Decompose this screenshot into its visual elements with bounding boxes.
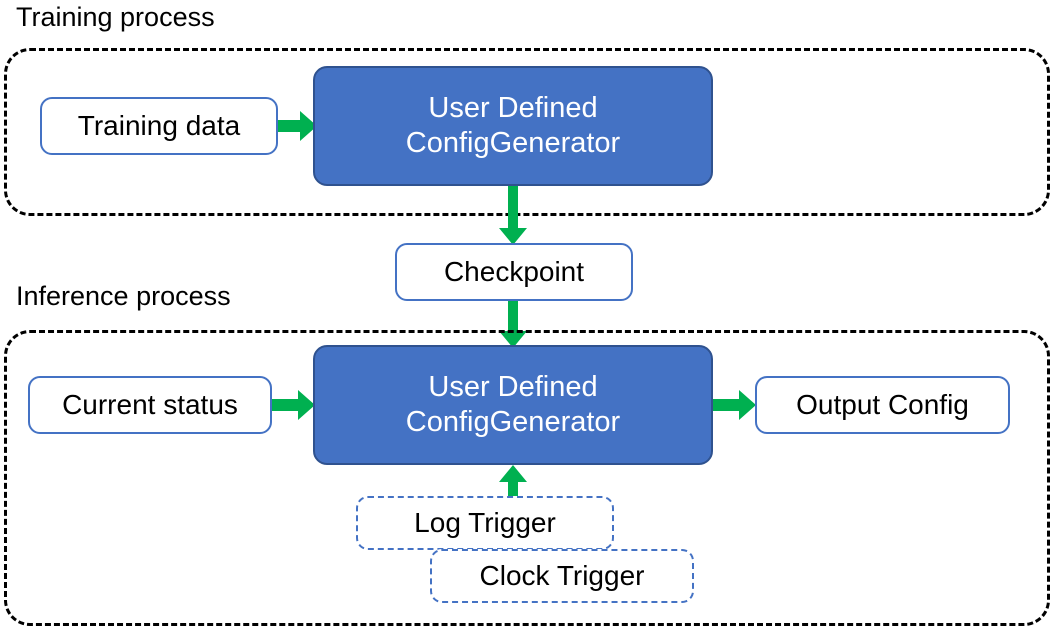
- inference-process-label: Inference process: [16, 281, 231, 311]
- arrow-generator-to-checkpoint-icon: [498, 186, 528, 246]
- arrow-generator-to-output-config-icon: [713, 387, 757, 423]
- generator-inference-line2: ConfigGenerator: [405, 406, 621, 438]
- inference-process-container: [4, 330, 1050, 626]
- user-defined-configgenerator-inference-node[interactable]: User Defined ConfigGenerator: [313, 345, 713, 465]
- clock-trigger-node[interactable]: Clock Trigger: [430, 549, 694, 603]
- training-data-node[interactable]: Training data: [40, 97, 278, 155]
- checkpoint-node[interactable]: Checkpoint: [395, 243, 633, 301]
- arrow-checkpoint-to-generator-icon: [498, 301, 528, 349]
- arrow-triggers-to-generator-icon: [498, 465, 528, 501]
- arrow-current-status-to-generator-icon: [272, 387, 316, 423]
- generator-training-line2: ConfigGenerator: [405, 127, 621, 159]
- user-defined-configgenerator-training-node[interactable]: User Defined ConfigGenerator: [313, 66, 713, 186]
- training-process-container: [4, 48, 1050, 216]
- generator-inference-line1: User Defined: [428, 370, 598, 403]
- training-process-label: Training process: [16, 2, 215, 32]
- output-config-node[interactable]: Output Config: [755, 376, 1010, 434]
- generator-training-line1: User Defined: [428, 91, 598, 124]
- log-trigger-node[interactable]: Log Trigger: [356, 496, 614, 550]
- arrow-training-data-to-generator-icon: [278, 108, 318, 144]
- current-status-node[interactable]: Current status: [28, 376, 272, 434]
